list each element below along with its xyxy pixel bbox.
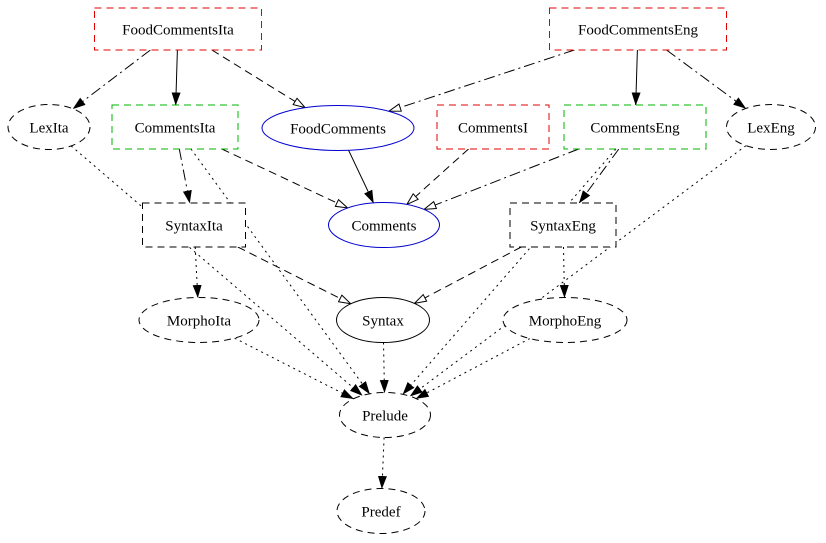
- prelude-label: Prelude: [362, 408, 408, 424]
- node-syntax: Syntax: [336, 297, 430, 343]
- node-comments_eng: CommentsEng: [563, 104, 707, 150]
- node-food_comments: FoodComments: [261, 105, 415, 151]
- edge-comments_ita-to-syntax_ita: [178, 148, 192, 204]
- edge-morpho_ita-to-prelude: [234, 337, 354, 400]
- food_comments_ita-label: FoodCommentsIta: [122, 22, 234, 38]
- comments-label: Comments: [351, 218, 416, 234]
- node-lex_eng: LexEng: [726, 104, 816, 150]
- node-morpho_eng: MorphoEng: [502, 297, 628, 343]
- edge-syntax_ita-to-morpho_ita: [192, 246, 202, 298]
- comments_ita-label: CommentsIta: [135, 120, 216, 136]
- syntax-label: Syntax: [362, 313, 404, 329]
- edge-food_comments_eng-to-food_comments: [389, 49, 575, 111]
- comments_i-rect-shape: [436, 104, 550, 150]
- node-prelude: Prelude: [339, 392, 431, 438]
- comments_eng-label: CommentsEng: [590, 120, 680, 136]
- edge-syntax_ita-to-syntax: [237, 246, 351, 304]
- edge-syntax_eng-to-morpho_eng: [559, 246, 569, 298]
- edge-food_comments_eng-to-lex_eng: [666, 49, 747, 109]
- syntax-ellipse-shape: [336, 297, 430, 343]
- node-syntax_eng: SyntaxEng: [509, 202, 617, 248]
- food_comments_eng-rect-shape: [549, 7, 727, 51]
- edge-comments_eng-to-comments: [424, 148, 579, 209]
- edge-comments_eng-to-syntax_eng: [578, 148, 620, 204]
- edge-syntax_eng-to-syntax: [414, 246, 522, 303]
- lex_ita-ellipse-shape: [7, 104, 91, 150]
- edge-food_comments_ita-to-comments_ita: [171, 49, 181, 106]
- edge-food_comments_ita-to-food_comments: [211, 49, 305, 108]
- food_comments-label: FoodComments: [290, 121, 386, 137]
- node-syntax_ita: SyntaxIta: [142, 202, 246, 248]
- edge-comments_eng-to-prelude: [402, 148, 617, 395]
- edge-lex_eng-to-prelude: [409, 145, 747, 397]
- predef-ellipse-shape: [336, 488, 426, 534]
- prelude-ellipse-shape: [339, 392, 431, 438]
- food_comments_ita-rect-shape: [94, 7, 262, 51]
- node-food_comments_ita: FoodCommentsIta: [94, 7, 262, 51]
- comments_i-label: CommentsI: [458, 120, 528, 136]
- syntax_eng-rect-shape: [509, 202, 617, 248]
- syntax_ita-rect-shape: [142, 202, 246, 248]
- comments_ita-rect-shape: [111, 104, 239, 150]
- edge-morpho_eng-to-prelude: [415, 338, 531, 400]
- syntax_eng-label: SyntaxEng: [530, 218, 596, 234]
- morpho_ita-ellipse-shape: [138, 297, 260, 343]
- morpho_eng-ellipse-shape: [502, 297, 628, 343]
- lex_eng-ellipse-shape: [726, 104, 816, 150]
- morpho_ita-label: MorphoIta: [167, 313, 231, 329]
- node-morpho_ita: MorphoIta: [138, 297, 260, 343]
- edge-prelude-to-predef: [377, 437, 387, 489]
- predef-label: Predef: [361, 504, 400, 520]
- edge-comments_i-to-comments: [407, 148, 469, 205]
- node-comments_ita: CommentsIta: [111, 104, 239, 150]
- edge-comments_ita-to-prelude: [190, 148, 371, 395]
- edge-lex_ita-to-prelude: [70, 145, 363, 396]
- lex_ita-label: LexIta: [29, 120, 68, 136]
- edge-food_comments_eng-to-comments_eng: [631, 49, 641, 106]
- edge-food_comments-to-comments: [348, 150, 374, 204]
- node-comments: Comments: [328, 202, 440, 248]
- node-comments_i: CommentsI: [436, 104, 550, 150]
- edge-syntax-to-prelude: [379, 342, 389, 393]
- food_comments-ellipse-shape: [261, 105, 415, 151]
- edge-food_comments_ita-to-lex_ita: [72, 49, 151, 110]
- comments-ellipse-shape: [328, 202, 440, 248]
- morpho_eng-label: MorphoEng: [529, 313, 602, 329]
- node-predef: Predef: [336, 488, 426, 534]
- comments_eng-rect-shape: [563, 104, 707, 150]
- edge-layer: [70, 49, 747, 489]
- node-food_comments_eng: FoodCommentsEng: [549, 7, 727, 51]
- edge-comments_ita-to-comments: [221, 148, 348, 208]
- lex_eng-label: LexEng: [747, 120, 795, 136]
- syntax_ita-label: SyntaxIta: [165, 218, 223, 234]
- node-lex_ita: LexIta: [7, 104, 91, 150]
- food_comments_eng-label: FoodCommentsEng: [578, 22, 699, 38]
